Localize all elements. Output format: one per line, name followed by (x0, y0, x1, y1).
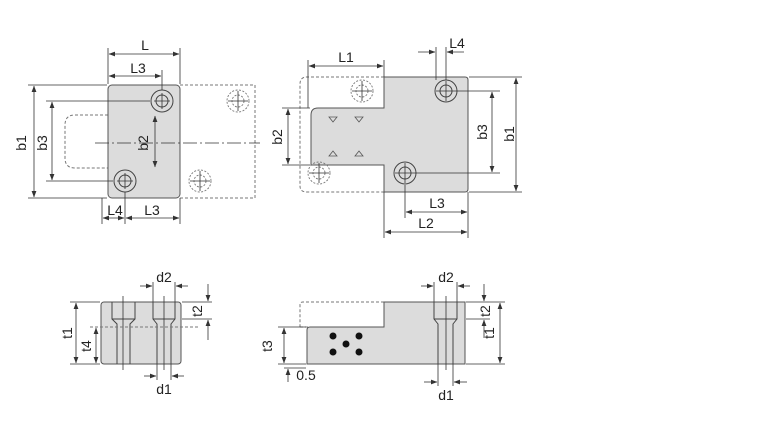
adjoining-part-outline (299, 76, 384, 193)
stepped-block-body (310, 76, 469, 193)
dim-label-b1-right: b1 (501, 126, 517, 142)
dim-label-b2-left: b2 (135, 135, 151, 151)
dim-label-L: L (141, 37, 149, 53)
dim-label-t1-right: t1 (481, 327, 497, 339)
front-block-body (100, 301, 182, 365)
dim-label-L3-bottom: L3 (144, 202, 160, 218)
bottom-left-front-view: d2 d1 t1 t4 t2 (59, 269, 212, 397)
dim-label-d2-left: d2 (156, 269, 172, 285)
dim-label-b3-right: b3 (474, 124, 490, 140)
dim-label-L2: L2 (418, 215, 434, 231)
dim-label-gap: 0.5 (296, 367, 316, 383)
dim-label-L4-right: L4 (449, 35, 465, 51)
dim-label-d1-right: d1 (438, 387, 454, 403)
dim-label-t1-left: t1 (59, 327, 75, 339)
dim-label-d1-left: d1 (156, 381, 172, 397)
dim-label-b1-left: b1 (13, 135, 29, 151)
dim-label-t2-left: t2 (189, 305, 205, 317)
dim-label-L1: L1 (338, 49, 354, 65)
top-left-plan-view: L L3 L4 L3 b1 b3 b2 (13, 37, 260, 224)
dim-label-L4-left: L4 (107, 202, 123, 218)
dim-label-t4-left: t4 (78, 340, 94, 352)
top-right-plan-view: L1 L4 L3 L2 b2 b3 b1 (269, 35, 522, 238)
dim-label-t2-right: t2 (477, 305, 493, 317)
dim-label-L3-right: L3 (429, 195, 445, 211)
dim-label-d2-right: d2 (438, 269, 454, 285)
dim-label-b3-left: b3 (34, 135, 50, 151)
stepped-front-body (306, 301, 466, 365)
mating-part-outline (180, 84, 256, 199)
dim-label-t3: t3 (259, 340, 275, 352)
dim-label-L3-top: L3 (130, 60, 146, 76)
slot-outline (64, 114, 108, 169)
adjoining-part-front-outline (299, 301, 384, 327)
dim-label-b2-right: b2 (269, 129, 285, 145)
bottom-right-front-view: d2 d1 t2 t1 t3 0.5 (259, 269, 505, 403)
